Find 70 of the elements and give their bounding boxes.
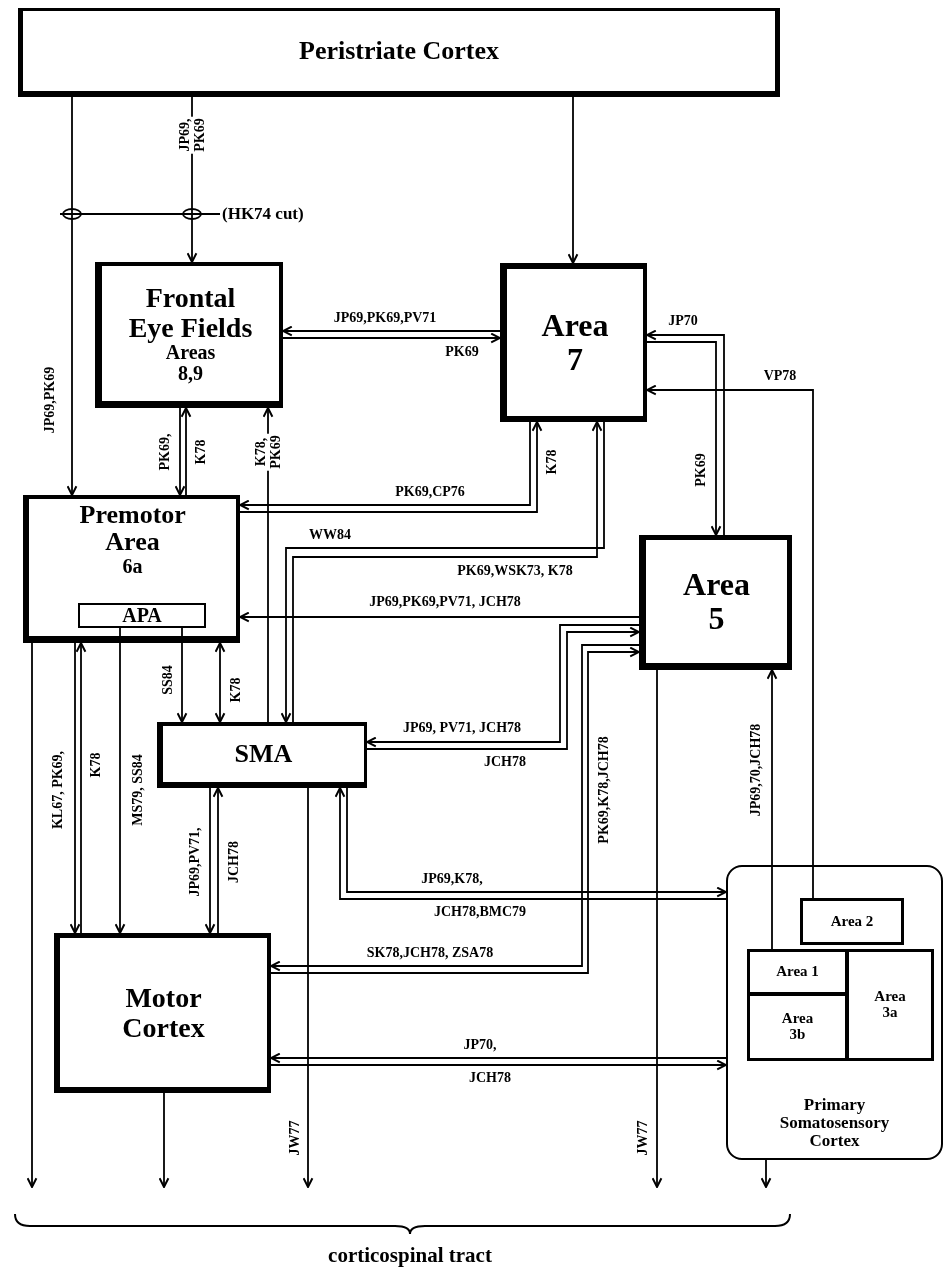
area-name: Area 7	[541, 308, 609, 377]
subarea-box	[848, 949, 934, 1061]
edge-label: MS79, SS84	[130, 752, 146, 828]
arrow	[262, 407, 274, 723]
edge-label: JP69,PK69	[42, 364, 58, 436]
area-name: Frontal Eye Fields	[127, 283, 254, 342]
arrow	[212, 787, 224, 934]
edge-label: PK69,WSK73, K78	[455, 563, 575, 579]
edge-label: JP69,70,JCH78	[748, 721, 764, 819]
edge-label: JP69,PK69,PV71	[331, 310, 439, 326]
arrow	[270, 1052, 727, 1064]
arrow	[239, 611, 640, 623]
area-subtitle: 6a	[122, 555, 143, 577]
area-name: Primary Somatosensory Cortex	[779, 1096, 890, 1150]
brain-area-box	[157, 722, 367, 788]
arrow	[66, 96, 78, 496]
arrow	[69, 642, 81, 934]
edge-label: PK69,CP76	[393, 484, 467, 500]
arrow	[282, 332, 501, 344]
tract-label: corticospinal tract	[328, 1242, 492, 1268]
brain-area-box	[23, 495, 240, 643]
arrow	[766, 669, 778, 950]
area-name: Premotor Area	[79, 501, 186, 556]
area-name: Peristriate Cortex	[299, 37, 499, 65]
arrow	[270, 1059, 727, 1071]
arrow	[180, 407, 192, 496]
arrow	[75, 642, 87, 934]
brain-area-box	[95, 262, 283, 408]
brain-area-box	[54, 933, 271, 1093]
free-arrow	[760, 1159, 772, 1188]
area-name: SMA	[234, 740, 293, 768]
subarea-box	[800, 898, 904, 945]
subarea-box	[747, 949, 848, 994]
area-name: Area 5	[683, 567, 750, 636]
area-name: Area 3b	[781, 1011, 814, 1043]
subarea-box	[78, 603, 206, 628]
note-label: (HK74 cut)	[222, 204, 304, 224]
area-name: Motor Cortex	[122, 983, 205, 1042]
brain-area-box	[639, 535, 792, 670]
edge-label: PK69,K78,JCH78	[596, 734, 612, 846]
free-arrow	[158, 1092, 170, 1188]
area-subtitle: Areas 8,9	[165, 341, 216, 384]
arrow	[282, 325, 501, 337]
arrow	[176, 627, 188, 723]
edge-label: JCH78,BMC79	[431, 904, 529, 920]
edge-label: JP70,	[461, 1037, 499, 1053]
area-name: APA	[122, 605, 162, 626]
edge-label: JP69,PK69,PV71, JCH78	[367, 594, 523, 610]
edge-label: JP69,K78,	[419, 871, 485, 887]
edge-label: JP69,PV71,	[187, 825, 203, 899]
arrow	[646, 384, 814, 899]
subarea-box	[747, 994, 848, 1061]
free-arrow	[26, 642, 38, 1188]
brain-area-box	[726, 865, 943, 1160]
arrow	[204, 787, 216, 934]
brain-area-box	[500, 263, 647, 422]
arrow	[174, 407, 186, 496]
edge-label: KL67, PK69,	[50, 748, 66, 832]
area-name: Area 3a	[874, 989, 906, 1021]
arrow	[214, 642, 226, 723]
edge-label: SK78,JCH78, ZSA78	[364, 945, 496, 961]
brain-area-box	[18, 8, 780, 97]
area-name: Area 2	[830, 913, 874, 930]
edge-label: PK69,	[157, 431, 173, 473]
arrow	[114, 627, 126, 934]
free-arrow	[651, 669, 663, 1188]
area-name: Area 1	[776, 964, 819, 980]
edge-label: JP69, PV71, JCH78	[400, 720, 524, 736]
arrow	[567, 96, 579, 264]
free-arrow	[302, 787, 314, 1188]
